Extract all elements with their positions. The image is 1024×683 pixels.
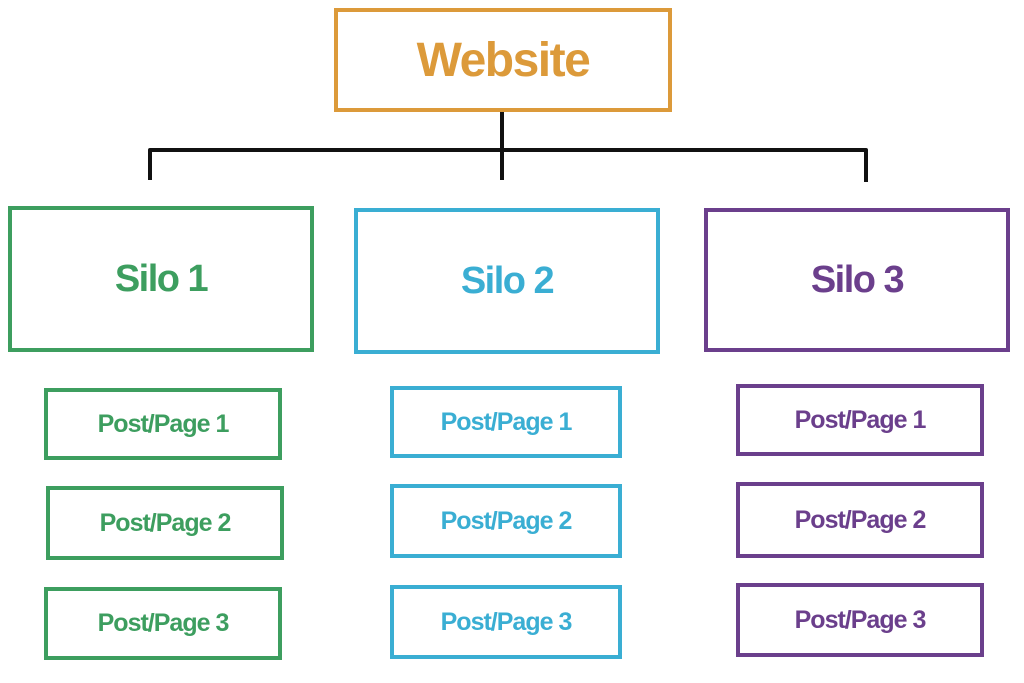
post-label: Post/Page 2	[794, 505, 927, 534]
root-node-website: Website	[334, 8, 672, 112]
silo-label: Silo 1	[114, 257, 209, 300]
root-node-label: Website	[416, 33, 591, 87]
post-node: Post/Page 2	[46, 486, 284, 560]
silo-node-2: Silo 2	[354, 208, 660, 354]
silo-node-1: Silo 1	[8, 206, 314, 352]
post-label: Post/Page 3	[440, 607, 573, 636]
post-node: Post/Page 1	[390, 386, 622, 458]
connector-line	[148, 112, 868, 182]
post-node: Post/Page 1	[44, 388, 282, 460]
silo-node-3: Silo 3	[704, 208, 1010, 352]
post-label: Post/Page 2	[440, 506, 573, 535]
post-label: Post/Page 1	[794, 405, 927, 434]
post-label: Post/Page 3	[794, 605, 927, 634]
post-label: Post/Page 1	[440, 407, 573, 436]
post-node: Post/Page 3	[736, 583, 984, 657]
post-node: Post/Page 2	[390, 484, 622, 558]
post-label: Post/Page 2	[99, 508, 232, 537]
post-label: Post/Page 1	[97, 409, 230, 438]
post-node: Post/Page 1	[736, 384, 984, 456]
connector-bracket	[148, 112, 868, 182]
silo-label: Silo 2	[460, 259, 555, 302]
post-label: Post/Page 3	[97, 609, 230, 637]
silo-label: Silo 3	[810, 258, 905, 301]
post-node: Post/Page 2	[736, 482, 984, 558]
post-node: Post/Page 3	[390, 585, 622, 659]
post-node: Post/Page 3	[44, 587, 282, 660]
